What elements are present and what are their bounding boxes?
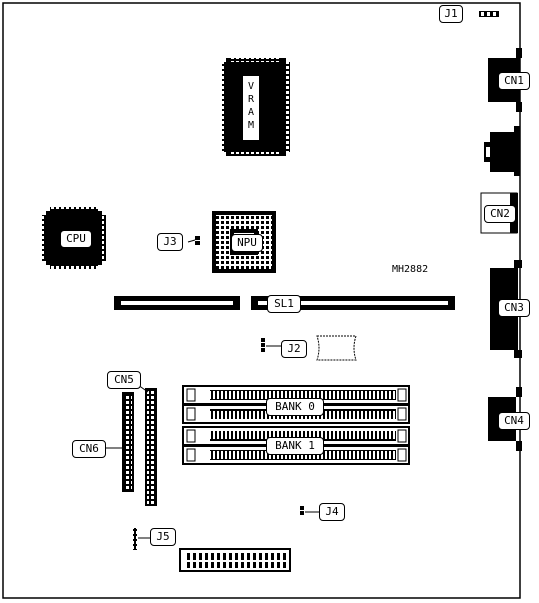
cn2-label: CN2: [484, 205, 516, 223]
cn6-label: CN6: [72, 440, 106, 458]
j3-label: J3: [157, 233, 183, 251]
npu-label: NPU: [231, 234, 263, 252]
cn1-label: CN1: [498, 72, 530, 90]
cn4-label: CN4: [498, 412, 530, 430]
j1-jumper: [479, 11, 499, 17]
simm-banks: [182, 385, 410, 465]
sl1-label: SL1: [267, 295, 301, 313]
crystal-chip: [316, 335, 357, 361]
j2-jumper: [261, 338, 281, 352]
cn5-header: [145, 388, 157, 506]
j5-label: J5: [150, 528, 176, 546]
cpu-label: CPU: [60, 230, 92, 248]
cn6-header: [122, 392, 134, 492]
bank1-label: BANK 1: [266, 437, 324, 455]
j5-jumper: [133, 528, 150, 550]
j3-jumper: [187, 236, 200, 245]
expansion-slots: [114, 296, 455, 310]
j4-label: J4: [319, 503, 345, 521]
bottom-connector: [179, 548, 291, 572]
cn3-label: CN3: [498, 299, 530, 317]
bank0-label: BANK 0: [266, 398, 324, 416]
cn5-label: CN5: [107, 371, 141, 389]
simm-socket: [182, 426, 410, 446]
ps2-connector: [484, 126, 520, 176]
vram-label: VRAM: [245, 80, 257, 132]
model-number: MH2882: [392, 264, 429, 275]
j4-jumper: [300, 506, 319, 515]
j2-label: J2: [281, 340, 307, 358]
j1-label: J1: [439, 5, 463, 23]
